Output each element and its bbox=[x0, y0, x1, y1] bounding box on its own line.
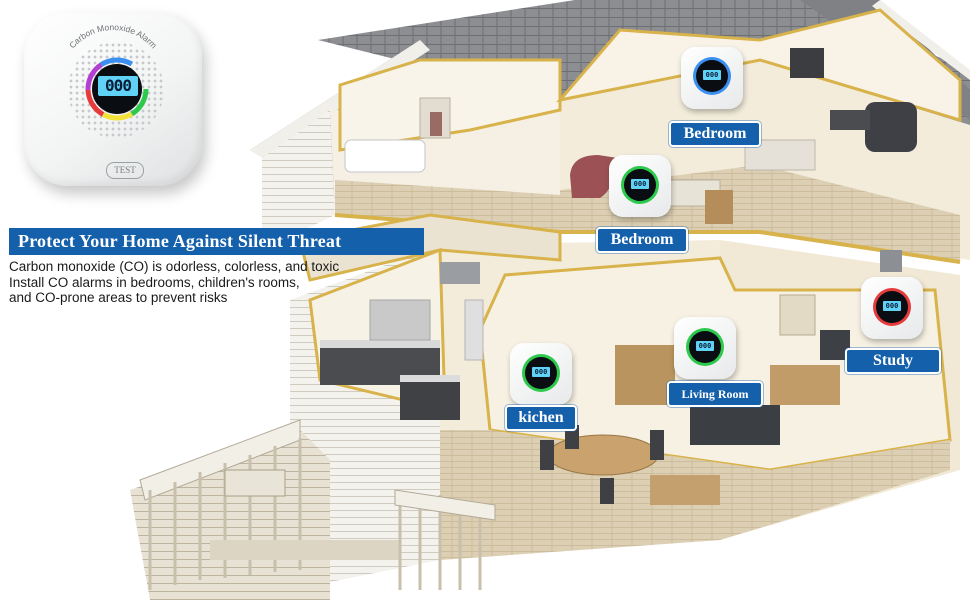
co-alarm-device: Carbon Monoxide Alarm 000 TEST bbox=[24, 12, 202, 186]
description-line: Install CO alarms in bedrooms, children'… bbox=[9, 274, 300, 290]
description-line: Carbon monoxide (CO) is odorless, colorl… bbox=[9, 259, 340, 274]
description-text: Carbon monoxide (CO) is odorless, colorl… bbox=[9, 259, 409, 306]
mini-alarm-icon: 000 bbox=[510, 343, 572, 405]
mini-alarm-icon: 000 bbox=[861, 277, 923, 339]
mini-alarm-icon: 000 bbox=[674, 317, 736, 379]
room-label-kitchen: kichen bbox=[505, 405, 577, 431]
mini-alarm-icon: 000 bbox=[609, 155, 671, 217]
lcd-display: 000 bbox=[98, 76, 138, 96]
test-button: TEST bbox=[106, 162, 144, 179]
description-line: and CO-prone areas to prevent risks bbox=[9, 290, 228, 305]
room-label-living-room: Living Room bbox=[667, 381, 763, 407]
room-label-study: Study bbox=[845, 348, 941, 374]
room-label-bedroom: Bedroom bbox=[669, 121, 761, 147]
headline-banner: Protect Your Home Against Silent Threat bbox=[9, 228, 424, 255]
mini-alarm-icon: 000 bbox=[681, 47, 743, 109]
room-label-bedroom: Bedroom bbox=[596, 227, 688, 253]
